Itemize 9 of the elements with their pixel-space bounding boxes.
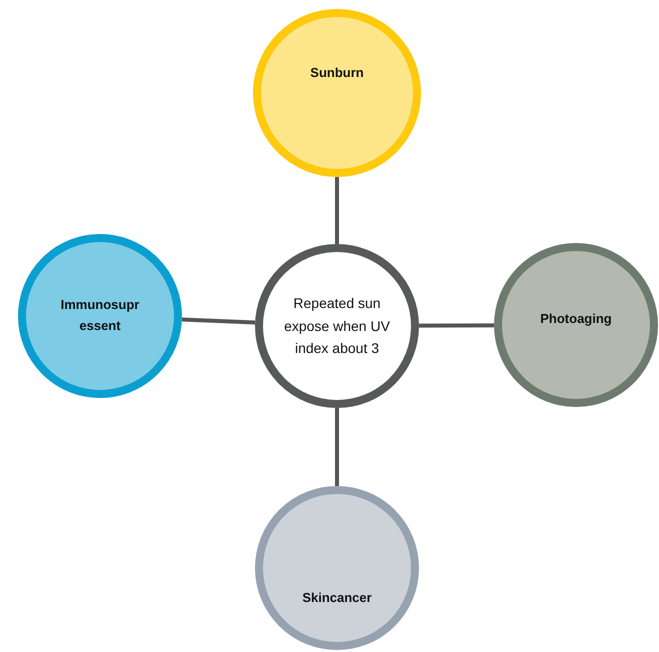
node-label: Immunosupressent	[60, 296, 140, 335]
node-label: Skincancer	[301, 588, 373, 607]
node-label: Repeated sun expose when UV index about 3	[283, 294, 391, 358]
node-label: Photoaging	[539, 310, 613, 328]
node-label: Sunburn	[309, 64, 365, 82]
connector-line	[335, 408, 339, 486]
connector-line	[335, 177, 339, 244]
connector-line	[182, 317, 256, 325]
connector-line	[419, 323, 494, 328]
